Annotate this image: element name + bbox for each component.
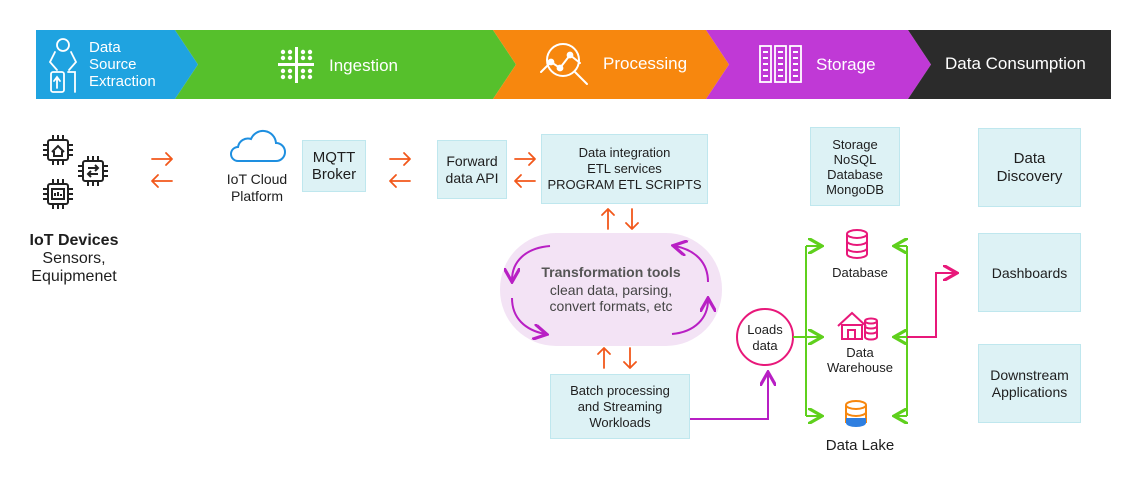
pipeline-stage-banner	[36, 30, 1111, 99]
chip-icon	[43, 135, 108, 209]
stage-consumption-label: Data Consumption	[945, 54, 1086, 73]
downstream-applications-box: Downstream Applications	[978, 344, 1081, 423]
server-rack-icon	[759, 45, 802, 83]
transformation-title: Transformation tools	[541, 264, 681, 280]
forward-api-box: Forward data API	[437, 140, 507, 199]
stage-storage-label: Storage	[816, 55, 876, 74]
batch-to-loads-connector	[690, 374, 768, 420]
ingestion-network-icon	[278, 47, 314, 83]
data-discovery-box: Data Discovery	[978, 128, 1081, 207]
iot-devices-title: IoT Devices	[29, 232, 119, 249]
stage-ingestion-band	[175, 30, 516, 99]
transformation-blob	[500, 233, 722, 346]
stage-ingestion-label: Ingestion	[329, 56, 398, 75]
cloud-platform-label: IoT Cloud Platform	[226, 171, 288, 204]
database-icon	[846, 229, 868, 259]
stage-processing-label: Processing	[603, 54, 688, 73]
batch-processing-box: Batch processing and Streaming Workloads	[550, 374, 690, 439]
database-label: Database	[832, 265, 888, 280]
stage-consumption-band	[908, 30, 1111, 99]
mqtt-broker-label: MQTT Broker	[311, 149, 357, 183]
etl-services-label: Data integration ETL services PROGRAM ET…	[547, 145, 702, 192]
storage-nosql-label: Storage NoSQL Database MongoDB	[826, 136, 884, 197]
transformation-description: clean data, parsing, convert formats, et…	[549, 282, 673, 314]
downstream-applications-label: Downstream Applications	[990, 366, 1069, 400]
analytics-magnifier-icon	[540, 43, 588, 85]
data-lake-icon	[845, 400, 867, 427]
robot-hand-icon	[48, 38, 78, 93]
data-discovery-label: Data Discovery	[996, 149, 1063, 185]
mqtt-broker-box: MQTT Broker	[302, 140, 366, 192]
storage-branch-lines	[793, 246, 908, 416]
loads-data-label: Loads data	[747, 322, 783, 353]
consumption-connector	[907, 273, 955, 338]
data-warehouse-label: Data Warehouse	[827, 345, 893, 375]
stage-source-band	[36, 30, 198, 99]
data-lake-label: Data Lake	[825, 437, 895, 454]
forward-api-label: Forward data API	[445, 152, 499, 186]
transformation-cycle-arrows	[512, 246, 708, 334]
stage-source-label: Data Source Extraction	[89, 39, 156, 90]
storage-nosql-box: Storage NoSQL Database MongoDB	[810, 127, 900, 206]
ingestion-arrows	[151, 152, 639, 369]
cloud-icon	[230, 129, 286, 162]
dashboards-label: Dashboards	[991, 264, 1068, 281]
dashboards-box: Dashboards	[978, 233, 1081, 312]
etl-services-box: Data integration ETL services PROGRAM ET…	[541, 134, 708, 204]
iot-devices-subtitle: Sensors, Equipmenet	[31, 250, 117, 285]
batch-processing-label: Batch processing and Streaming Workloads	[570, 382, 670, 430]
warehouse-icon	[837, 311, 878, 341]
